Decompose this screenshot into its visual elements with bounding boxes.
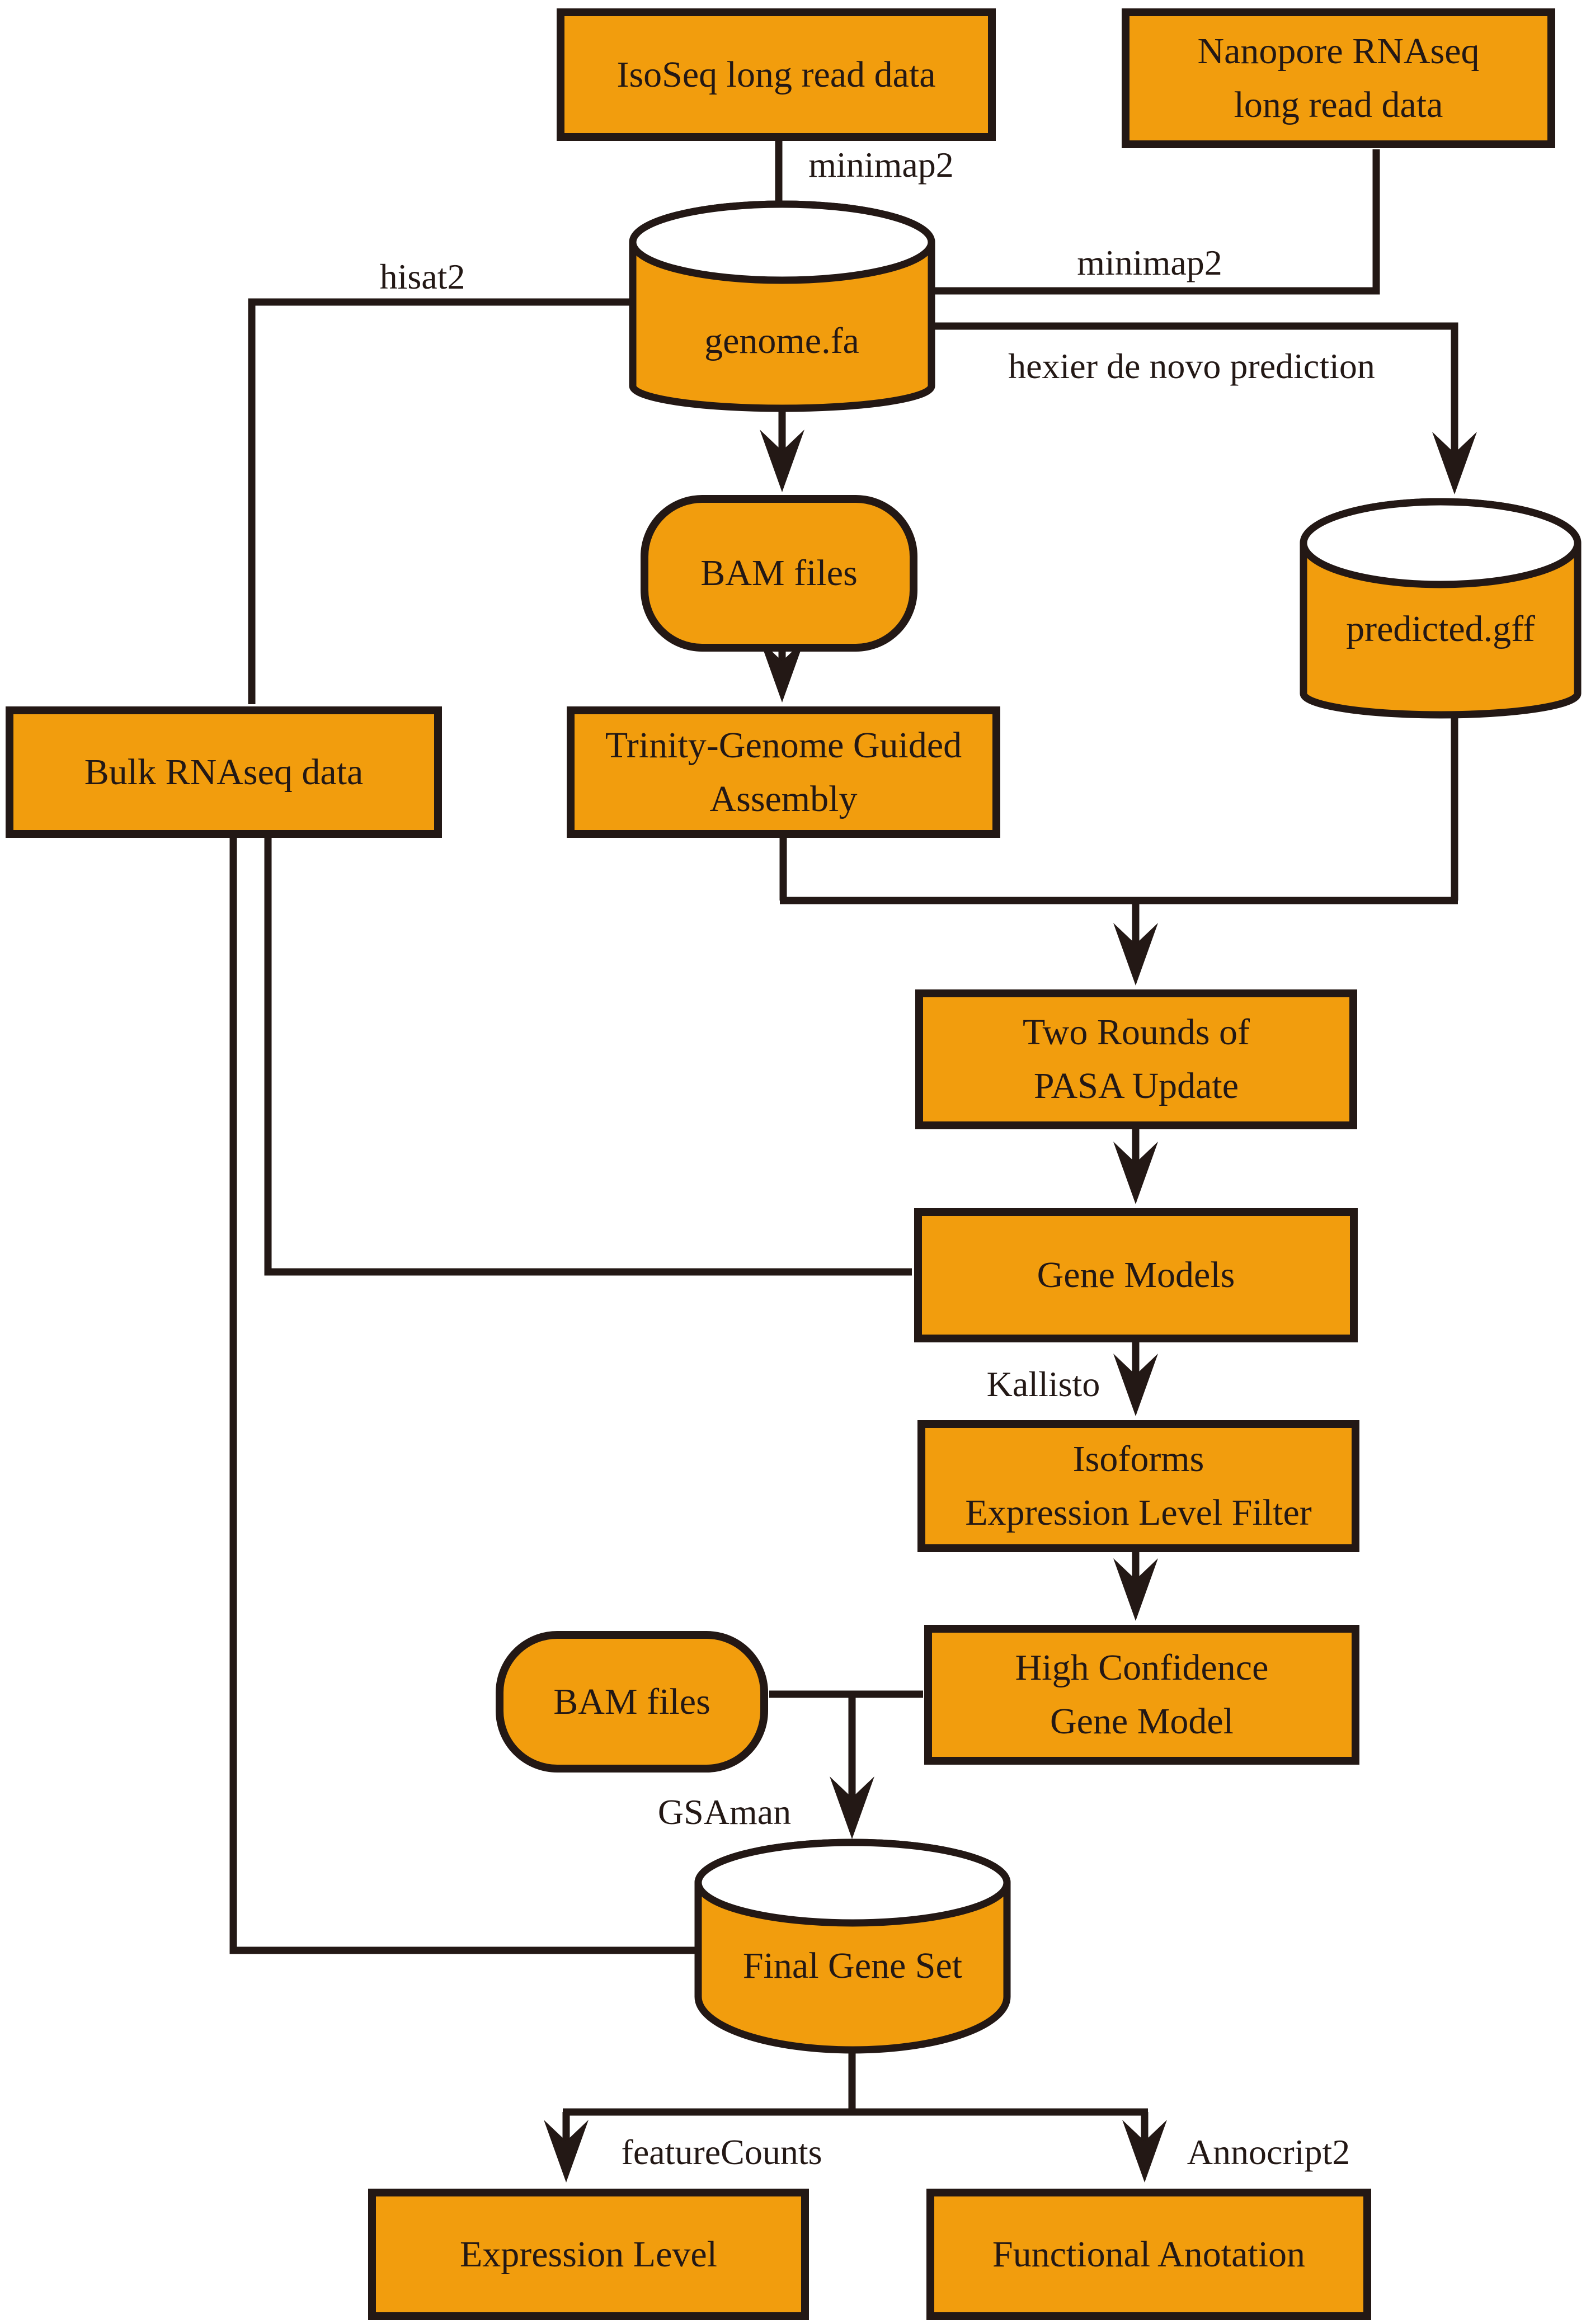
arrowhead-expression	[544, 2120, 589, 2182]
cylinder-genome-top	[629, 200, 935, 284]
node-genome-fa-label: genome.fa	[704, 320, 859, 361]
arrowhead-pasa	[1113, 923, 1158, 986]
edge-bulk-finalgeneset	[229, 837, 699, 1954]
node-pasa-update: Two Rounds of PASA Update	[915, 989, 1357, 1129]
edge-bulk-genemodels	[264, 837, 912, 1276]
edge-label-kallisto: Kallisto	[986, 1364, 1100, 1404]
edge-label-hisat2: hisat2	[379, 257, 465, 296]
node-high-confidence-gene-model: High Confidence Gene Model	[924, 1625, 1359, 1765]
arrowhead-highconf	[1113, 1558, 1158, 1621]
node-isoseq-long-read-data: IsoSeq long read data	[557, 8, 996, 141]
node-bulk-rnaseq-data: Bulk RNAseq data	[6, 706, 442, 838]
node-predicted-gff-label: predicted.gff	[1346, 609, 1535, 649]
arrowhead-finalgeneset	[830, 1776, 874, 1839]
node-gene-models: Gene Models	[914, 1208, 1358, 1342]
edge-label-featurecounts: featureCounts	[621, 2132, 822, 2172]
arrowhead-genemodels	[1113, 1142, 1158, 1204]
edge-label-hexier-de-novo-prediction: hexier de novo prediction	[1008, 346, 1375, 386]
arrowhead-trinity	[760, 640, 804, 703]
node-functional-annotation: Functional Anotation	[926, 2189, 1371, 2320]
node-isoforms-expression-filter: Isoforms Expression Level Filter	[917, 1420, 1359, 1552]
node-bam-files-1: BAM files	[641, 495, 917, 652]
edge-label-minimap2-isoseq: minimap2	[808, 145, 954, 185]
node-nanopore-rnaseq: Nanopore RNAseq long read data	[1122, 8, 1555, 148]
arrowhead-predicted	[1432, 432, 1477, 494]
node-trinity-genome-guided-assembly: Trinity-Genome Guided Assembly	[567, 706, 1000, 838]
arrowhead-bam1	[760, 430, 804, 492]
node-expression-level: Expression Level	[368, 2189, 809, 2320]
arrowhead-functional	[1122, 2120, 1167, 2182]
edge-label-minimap2-nanopore: minimap2	[1077, 243, 1222, 282]
edge-genome-bulk-hisat2	[248, 298, 634, 704]
cylinder-predicted-top	[1300, 498, 1582, 588]
edge-genome-predicted-hexier	[930, 322, 1458, 454]
edge-finalgeneset-split	[562, 2046, 1149, 2142]
edge-label-annocript2: Annocript2	[1187, 2132, 1350, 2172]
edge-nanopore-genome	[930, 149, 1380, 295]
cylinder-finalgeneset-top	[694, 1839, 1011, 1927]
edge-label-gsaman: GSAman	[657, 1792, 792, 1832]
node-bam-files-2: BAM files	[496, 1631, 768, 1773]
node-final-gene-set-label: Final Gene Set	[742, 1945, 963, 1986]
arrowhead-isoforms	[1113, 1354, 1158, 1416]
